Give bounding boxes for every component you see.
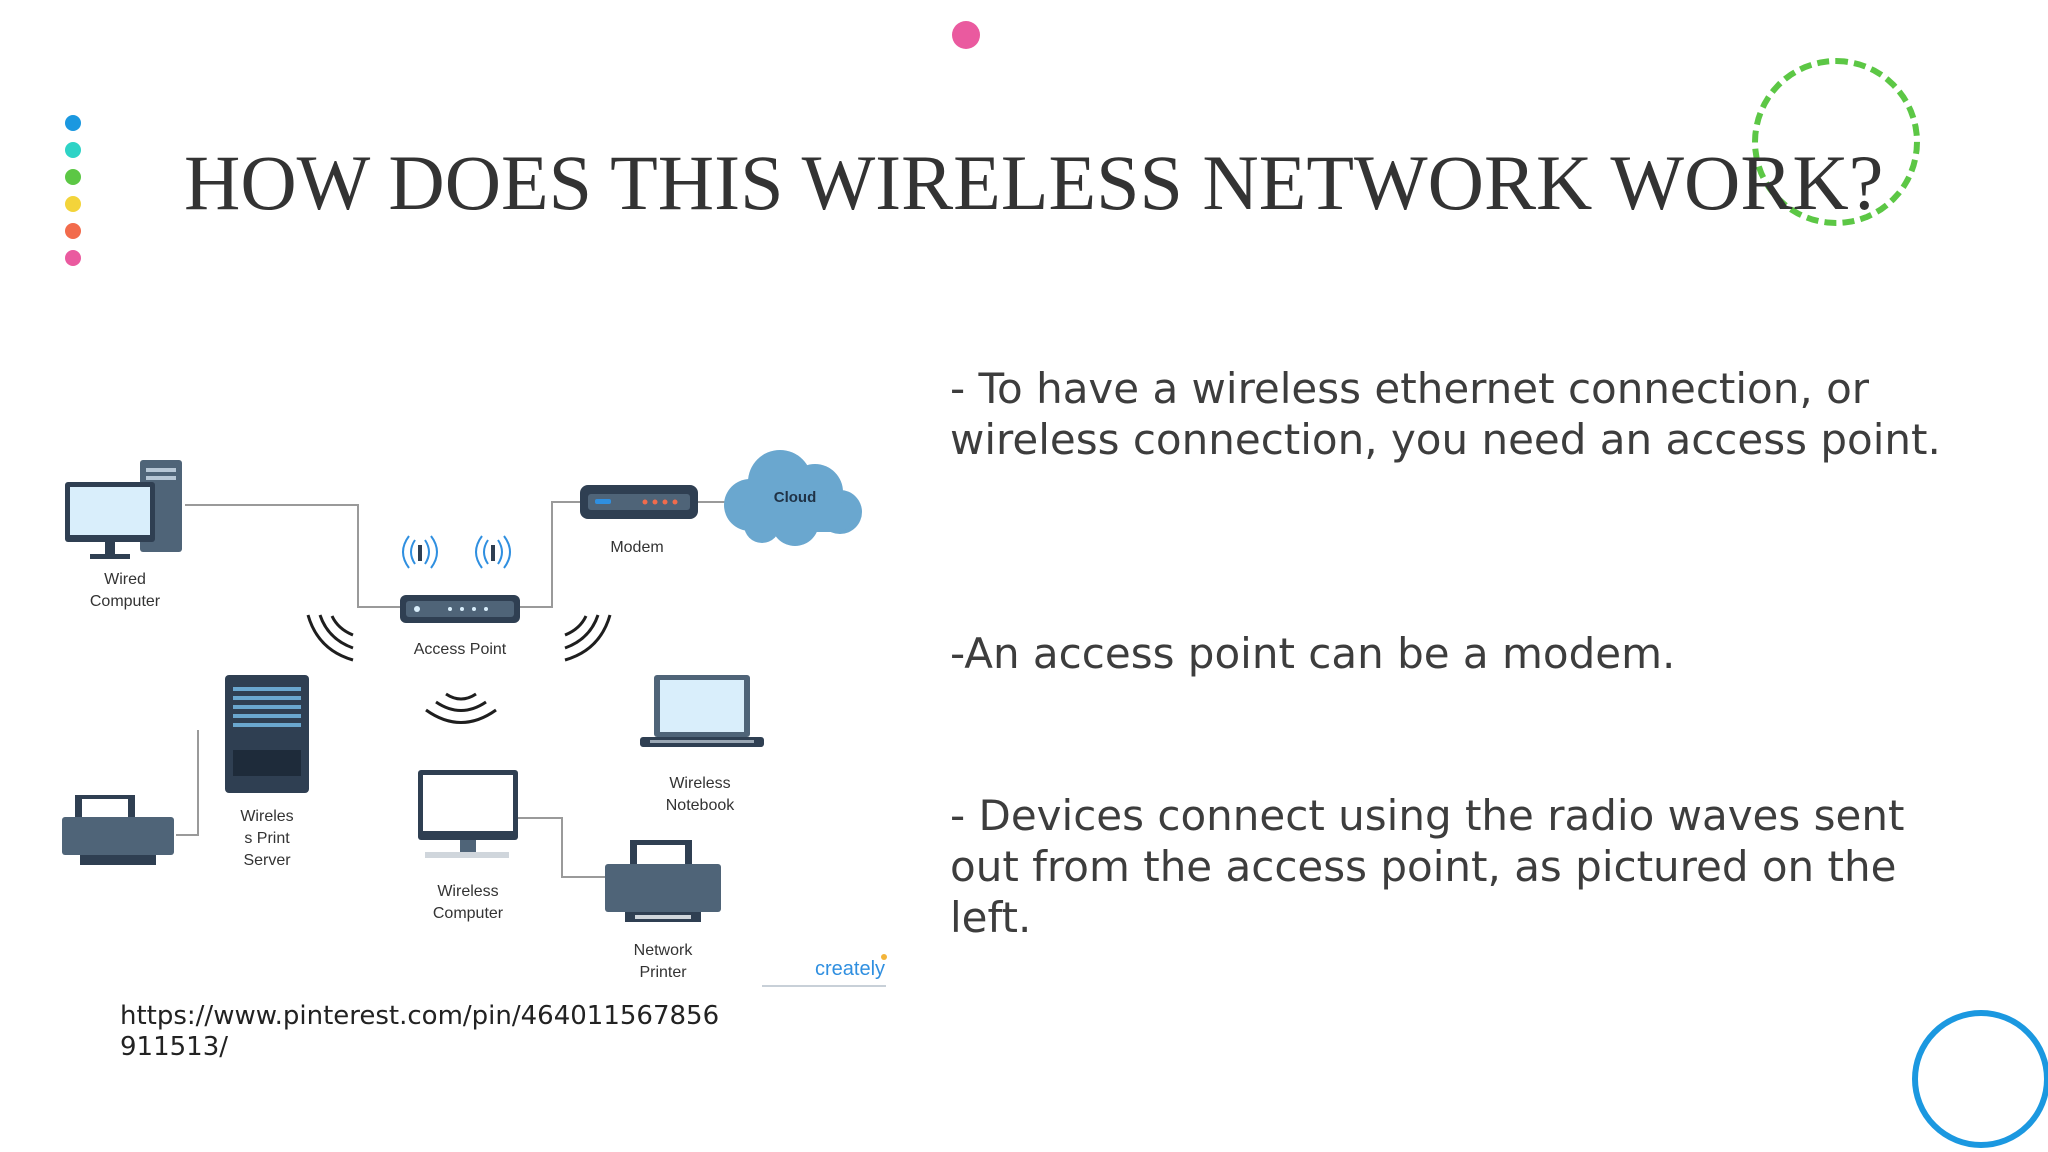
dot-blue <box>65 115 81 131</box>
bullet-radio-waves: - Devices connect using the radio waves … <box>950 791 1905 942</box>
printer-icon <box>62 795 174 865</box>
print-server-label-3: Server <box>243 852 291 869</box>
wireless-notebook-label-2: Notebook <box>666 797 735 814</box>
network-diagram: Wired Computer Modem Cloud <box>62 450 887 987</box>
slide-title: HOW DOES THIS WIRELESS NETWORK WORK? <box>184 139 1884 226</box>
print-server-label-2: s Print <box>244 830 290 847</box>
dot-orange <box>65 223 81 239</box>
source-url[interactable]: https://www.pinterest.com/pin/4640115678… <box>120 1001 720 1062</box>
dot-teal <box>65 142 81 158</box>
bullet-access-point-modem: -An access point can be a modem. <box>950 629 1676 678</box>
modem-label: Modem <box>610 539 663 556</box>
wireless-notebook-label-1: Wireless <box>669 775 730 792</box>
cloud-label: Cloud <box>774 489 817 506</box>
dot-pink <box>65 250 81 266</box>
creately-logo: creately <box>815 958 885 980</box>
access-point-label: Access Point <box>414 641 507 658</box>
top-pink-dot <box>952 21 980 49</box>
cloud-icon <box>724 450 862 546</box>
network-printer-icon <box>605 840 721 922</box>
blue-circle-outline <box>1912 1010 2048 1148</box>
bullet-access-point-needed: - To have a wireless ethernet connection… <box>950 364 1941 464</box>
dot-yellow <box>65 196 81 212</box>
wired-computer-label-1: Wired <box>104 571 146 588</box>
print-server-icon <box>225 675 309 793</box>
wireless-computer-icon <box>418 770 518 858</box>
wired-computer-icon <box>65 460 182 559</box>
wireless-computer-label-2: Computer <box>433 905 504 922</box>
wired-computer-label-2: Computer <box>90 593 161 610</box>
network-printer-label-2: Printer <box>639 964 687 981</box>
dashed-green-circle <box>1752 58 1920 226</box>
wireless-computer-label-1: Wireless <box>437 883 498 900</box>
notebook-icon <box>640 675 764 747</box>
creately-logo-mark <box>881 954 887 960</box>
connection-lines <box>176 501 734 878</box>
radio-waves-icon <box>306 614 612 724</box>
access-point-icon <box>400 535 520 623</box>
modem-icon <box>580 485 698 519</box>
dot-green <box>65 169 81 185</box>
network-printer-label-1: Network <box>634 942 694 959</box>
print-server-label-1: Wireles <box>240 808 293 825</box>
